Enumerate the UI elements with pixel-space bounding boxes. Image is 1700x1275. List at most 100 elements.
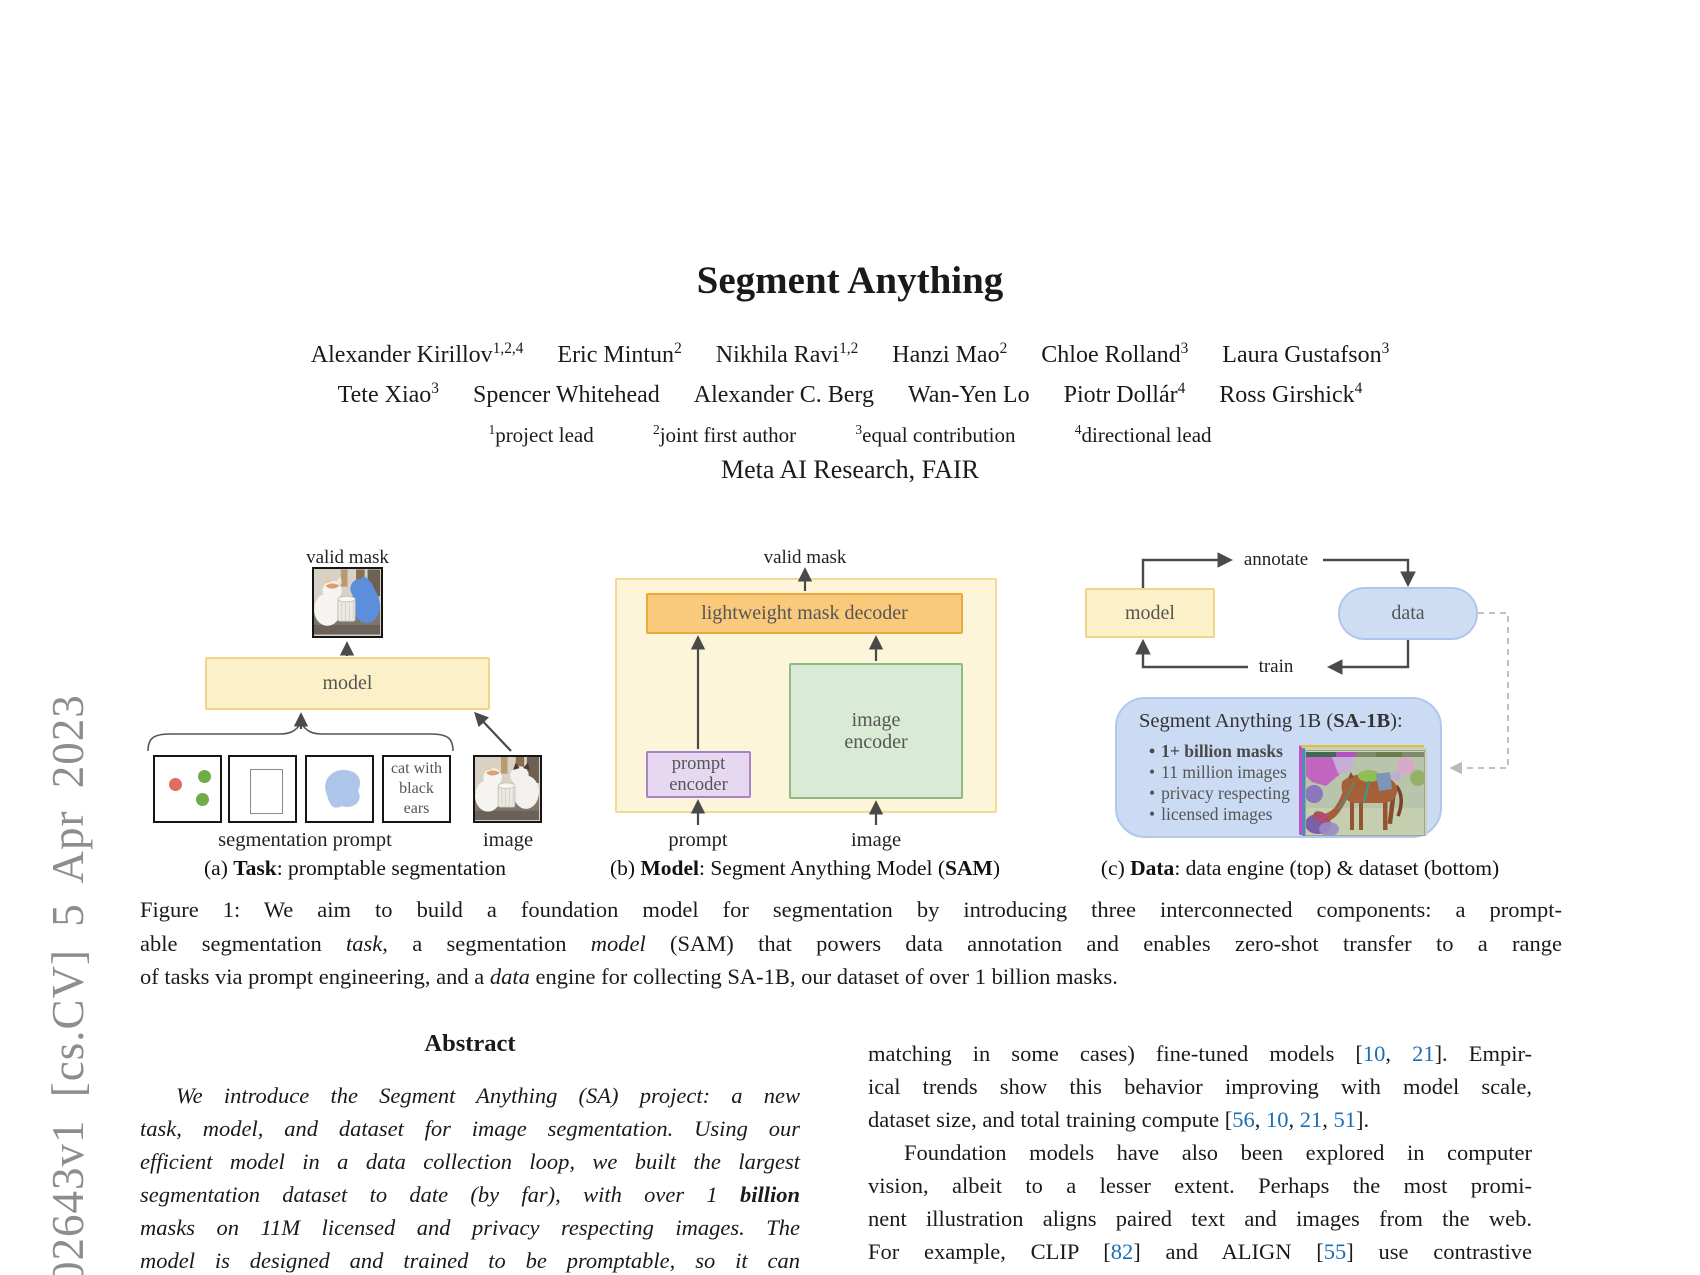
footnote: 4directional lead [1075,422,1212,448]
subcaption-text: : promptable segmentation [276,856,506,880]
abstract-text: We introduce the Segment Anything (SA) p… [176,1083,800,1108]
figure1-panel-task: valid mask [140,545,570,855]
body-line: vision, albeit to a lesser extent. Perha… [868,1169,1532,1202]
citation-link[interactable]: 10 [1362,1041,1386,1066]
data-capsule: data [1338,587,1478,640]
citation-link[interactable]: 82 [1110,1239,1134,1264]
abstract-text: model is designed and trained to be prom… [140,1248,800,1273]
train-label: train [1258,656,1294,677]
abstract-line: We introduce the Segment Anything (SA) p… [140,1079,800,1112]
subcaption-a: (a) Task: promptable segmentation [140,856,570,881]
footnote-sup: 4 [1074,422,1082,437]
body-text: , [1322,1107,1334,1132]
author-row-2: Tete Xiao3 Spencer Whitehead Alexander C… [0,380,1700,409]
bullet-icon: • [1149,783,1156,803]
subcaption-index: (c) [1100,856,1131,880]
author-name: Piotr Dollár [1063,382,1178,408]
footnote: 1project lead [488,422,593,448]
citation-link[interactable]: 21 [1299,1107,1323,1132]
arxiv-identifier: 02643v1 [cs.CV] 5 Apr 2023 [43,694,93,1275]
model-box-label: model [322,672,373,695]
footnote: 3equal contribution [855,422,1015,448]
abstract-text: efficient model in a data collection loo… [140,1149,800,1174]
prompt-encoder-label: prompt encoder [669,753,728,795]
citation-link[interactable]: 10 [1266,1107,1289,1132]
bullet-text: licensed images [1161,804,1273,824]
citation-link[interactable]: 55 [1323,1239,1347,1264]
figure1-panel-model: valid mask lightweight mask decoder prom… [565,545,1005,855]
bullet-text: privacy respecting [1161,783,1290,803]
body-line: For example, CLIP [82] and ALIGN [55] us… [868,1235,1532,1268]
author-name: Eric Mintun [557,342,675,368]
subcaption-b: (b) Model: Segment Anything Model (SAM) [575,856,1035,881]
body-text: vision, albeit to a lesser extent. Perha… [868,1173,1532,1198]
body-line: ical trends show this behavior improving… [868,1070,1532,1103]
valid-mask-image [312,567,383,638]
author-name: Laura Gustafson [1222,342,1382,368]
prompt-label: prompt [668,829,728,851]
mask-decoder-box: lightweight mask decoder [646,593,963,634]
author-affiliation-sup: 4 [1177,380,1186,397]
caption-text: Figure 1: We aim to build a foundation m… [140,897,1562,922]
annotate-label: annotate [1243,549,1309,570]
figure1-caption: Figure 1: We aim to build a foundation m… [140,893,1562,994]
author: Ross Girshick4 [1219,380,1362,409]
body-text: learning to train text and image encoder… [868,1272,1532,1275]
footnote-sup: 2 [652,422,660,437]
bounding-box-glyph [250,769,283,814]
caption-text: able segmentation [140,930,347,956]
segmented-horse-image [1305,750,1425,836]
box-prompt-box [228,755,297,823]
body-line: learning to train text and image encoder… [868,1268,1532,1275]
input-image [473,755,542,823]
caption-italic: task [346,930,383,956]
green-point [196,793,209,806]
sa1b-title: Segment Anything 1B (SA-1B): [1139,710,1403,733]
author-affiliation-sup: 1,2 [839,340,859,357]
subcaption-index: (b) [610,856,641,880]
body-text: ] and ALIGN [ [1133,1239,1324,1264]
author: Wan-Yen Lo [908,380,1030,409]
author: Laura Gustafson3 [1222,340,1389,369]
cat-masked-photo [314,569,380,635]
figure1-panel-data: model data annotate train Segment Anythi… [1080,545,1550,855]
body-text: , [1385,1041,1413,1066]
body-text: Foundation models have also been explore… [904,1140,1532,1165]
model-box-label: model [1125,601,1175,624]
author: Eric Mintun2 [557,340,681,369]
mask-decoder-label: lightweight mask decoder [701,602,908,625]
bullet-text: 1+ billion masks [1161,741,1283,761]
body-text: ical trends show this behavior improving… [868,1074,1532,1099]
bullet-item: •11 million images [1149,762,1290,783]
sa1b-dataset-card: Segment Anything 1B (SA-1B): •1+ billion… [1115,697,1442,838]
subcaption-text: : Segment Anything Model ( [698,856,946,880]
citation-link[interactable]: 21 [1412,1041,1435,1066]
author-affiliation-sup: 3 [1381,340,1390,357]
affiliation-footnotes: 1project lead 2joint first author 3equal… [0,422,1700,448]
footnote-label: equal contribution [862,423,1016,447]
body-line: matching in some cases) fine-tuned model… [868,1037,1532,1070]
citation-link[interactable]: 56 [1232,1107,1255,1132]
caption-line: of tasks via prompt engineering, and a d… [140,960,1562,994]
body-text: , [1288,1107,1300,1132]
author-name: Hanzi Mao [892,342,1000,368]
body-text: matching in some cases) fine-tuned model… [868,1041,1363,1066]
abstract-line: efficient model in a data collection loo… [140,1145,800,1178]
author-affiliation-sup: 1,2,4 [492,340,524,357]
citation-link[interactable]: 51 [1333,1107,1357,1132]
image-label: image [482,829,534,851]
body-line: dataset size, and total training compute… [868,1103,1532,1136]
abstract-text: task, model, and dataset for image segme… [140,1116,800,1141]
abstract-line: model is designed and trained to be prom… [140,1244,800,1275]
image-encoder-label: image encoder [844,708,908,753]
author-name: Nikhila Ravi [715,342,840,368]
affiliation: Meta AI Research, FAIR [720,455,979,484]
author-row-1: Alexander Kirillov1,2,4 Eric Mintun2 Nik… [0,340,1700,369]
horse-photo [1306,752,1424,835]
body-text: , [1254,1107,1267,1132]
bullet-item: •1+ billion masks [1149,741,1290,762]
mask-prompt-box [305,755,374,823]
abstract-line: segmentation dataset to date (by far), w… [140,1178,800,1211]
author-name: Alexander C. Berg [693,382,874,408]
